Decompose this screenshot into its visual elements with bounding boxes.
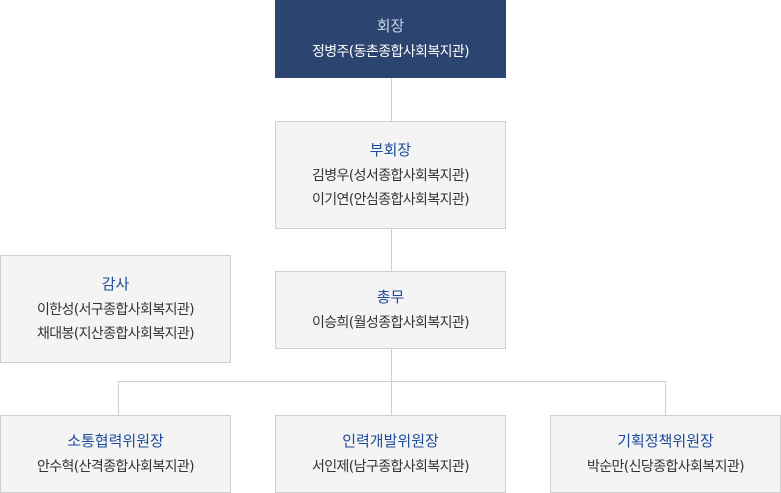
node-member: 박순만(신당종합사회복지관) — [586, 459, 745, 475]
node-member: 안수혁(산격종합사회복지관) — [36, 459, 195, 475]
connector-line — [118, 381, 666, 382]
node-member: 이기연(안심종합사회복지관) — [311, 192, 470, 208]
communication-node: 소통협력위원장 안수혁(산격종합사회복지관) — [0, 415, 231, 493]
chairman-node: 회장 정병주(동촌종합사회복지관) — [275, 0, 506, 78]
node-title: 소통협력위원장 — [67, 432, 164, 450]
node-member: 정병주(동촌종합사회복지관) — [311, 44, 470, 60]
connector-line — [118, 381, 119, 415]
general-affairs-node: 총무 이승희(월성종합사회복지관) — [275, 271, 506, 349]
node-member: 이한성(서구종합사회복지관) — [36, 302, 195, 318]
node-title: 인력개발위원장 — [342, 432, 439, 450]
connector-line — [665, 381, 666, 415]
node-title: 기획정책위원장 — [617, 432, 714, 450]
node-member: 서인제(남구종합사회복지관) — [311, 459, 470, 475]
node-title: 회장 — [376, 17, 405, 35]
planning-policy-node: 기획정책위원장 박순만(신당종합사회복지관) — [550, 415, 781, 493]
node-member: 이승희(월성종합사회복지관) — [311, 315, 470, 331]
node-title: 총무 — [376, 288, 405, 306]
vice-chairman-node: 부회장 김병우(성서종합사회복지관) 이기연(안심종합사회복지관) — [275, 121, 506, 229]
node-member: 채대봉(지산종합사회복지관) — [36, 326, 195, 342]
auditor-node: 감사 이한성(서구종합사회복지관) 채대봉(지산종합사회복지관) — [0, 255, 231, 363]
connector-line — [391, 77, 392, 415]
node-member: 김병우(성서종합사회복지관) — [311, 168, 470, 184]
node-title: 부회장 — [369, 141, 412, 159]
node-title: 감사 — [101, 275, 130, 293]
hr-development-node: 인력개발위원장 서인제(남구종합사회복지관) — [275, 415, 506, 493]
